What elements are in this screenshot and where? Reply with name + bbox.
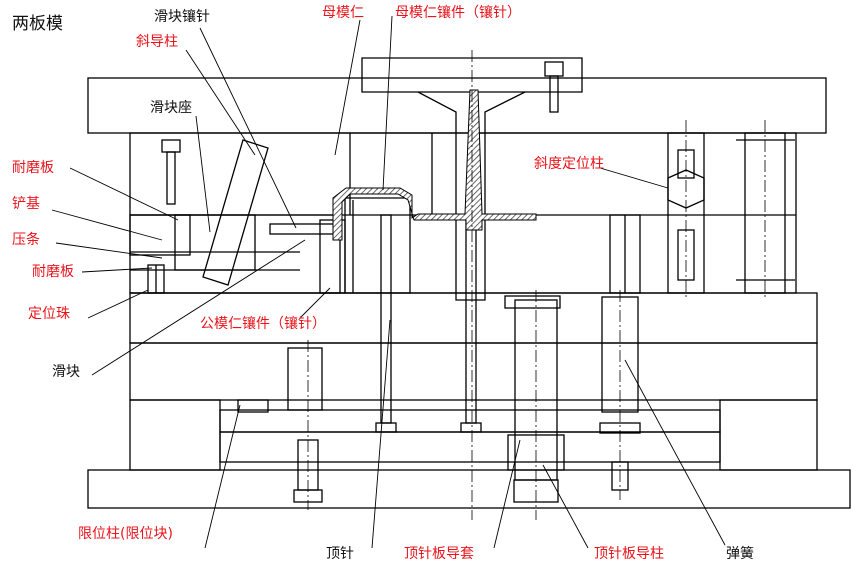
slider — [130, 214, 341, 294]
slider-insert-pin — [269, 223, 339, 235]
label-ejector-guide-bush: 顶针板导套 — [404, 546, 474, 562]
spacer-block-right — [719, 399, 818, 471]
sprue-bushing — [361, 57, 583, 301]
label-positioning-bead: 定位珠 — [28, 306, 70, 322]
bottom-clamp-plate — [87, 469, 851, 509]
label-gib: 压条 — [12, 232, 40, 248]
molded-part — [332, 89, 537, 241]
cavity-insert-body — [349, 133, 433, 215]
label-core-insert-pin: 公模仁镶件（镶针） — [200, 316, 326, 332]
label-wear-plate-bottom: 耐磨板 — [32, 264, 74, 280]
label-taper-lock: 斜度定位柱 — [534, 156, 604, 172]
label-wear-plate-top: 耐磨板 — [12, 160, 54, 176]
label-cavity-insert: 母模仁 — [322, 5, 364, 21]
ejector-retainer-plate — [219, 409, 721, 433]
label-slider-seat: 滑块座 — [150, 100, 192, 116]
taper-lock — [667, 132, 705, 294]
screw-top-left — [161, 139, 181, 153]
label-shovel-base: 铲基 — [12, 196, 40, 212]
label-slider-insert-pin: 滑块镶针 — [154, 9, 210, 25]
diagram-title: 两板模 — [12, 14, 63, 34]
label-angle-pin: 斜导柱 — [136, 34, 178, 50]
spacer-block-left — [129, 399, 221, 471]
support-plate — [129, 342, 818, 401]
shovel-base — [129, 214, 191, 256]
label-stop-pillar: 限位柱(限位块) — [78, 526, 173, 542]
ejector-pin-2 — [465, 219, 477, 424]
ejector-pin-1 — [380, 214, 392, 424]
ejector-plate — [219, 431, 721, 463]
stop-pillar — [237, 399, 269, 413]
label-ejector-guide-pillar: 顶针板导柱 — [594, 546, 664, 562]
label-slider: 滑块 — [52, 364, 80, 380]
angle-pin — [202, 139, 269, 286]
guide-pillar — [744, 132, 786, 294]
core-insert — [344, 197, 411, 294]
label-spring: 弹簧 — [726, 546, 754, 562]
screw-top-right — [544, 61, 564, 77]
label-ejector-pin: 顶针 — [326, 546, 354, 562]
top-clamp-plate — [87, 77, 827, 134]
cavity-plate — [129, 132, 797, 294]
label-cavity-insert-pin: 母模仁镶件（镶针） — [395, 5, 521, 21]
slider-seat — [174, 214, 256, 271]
